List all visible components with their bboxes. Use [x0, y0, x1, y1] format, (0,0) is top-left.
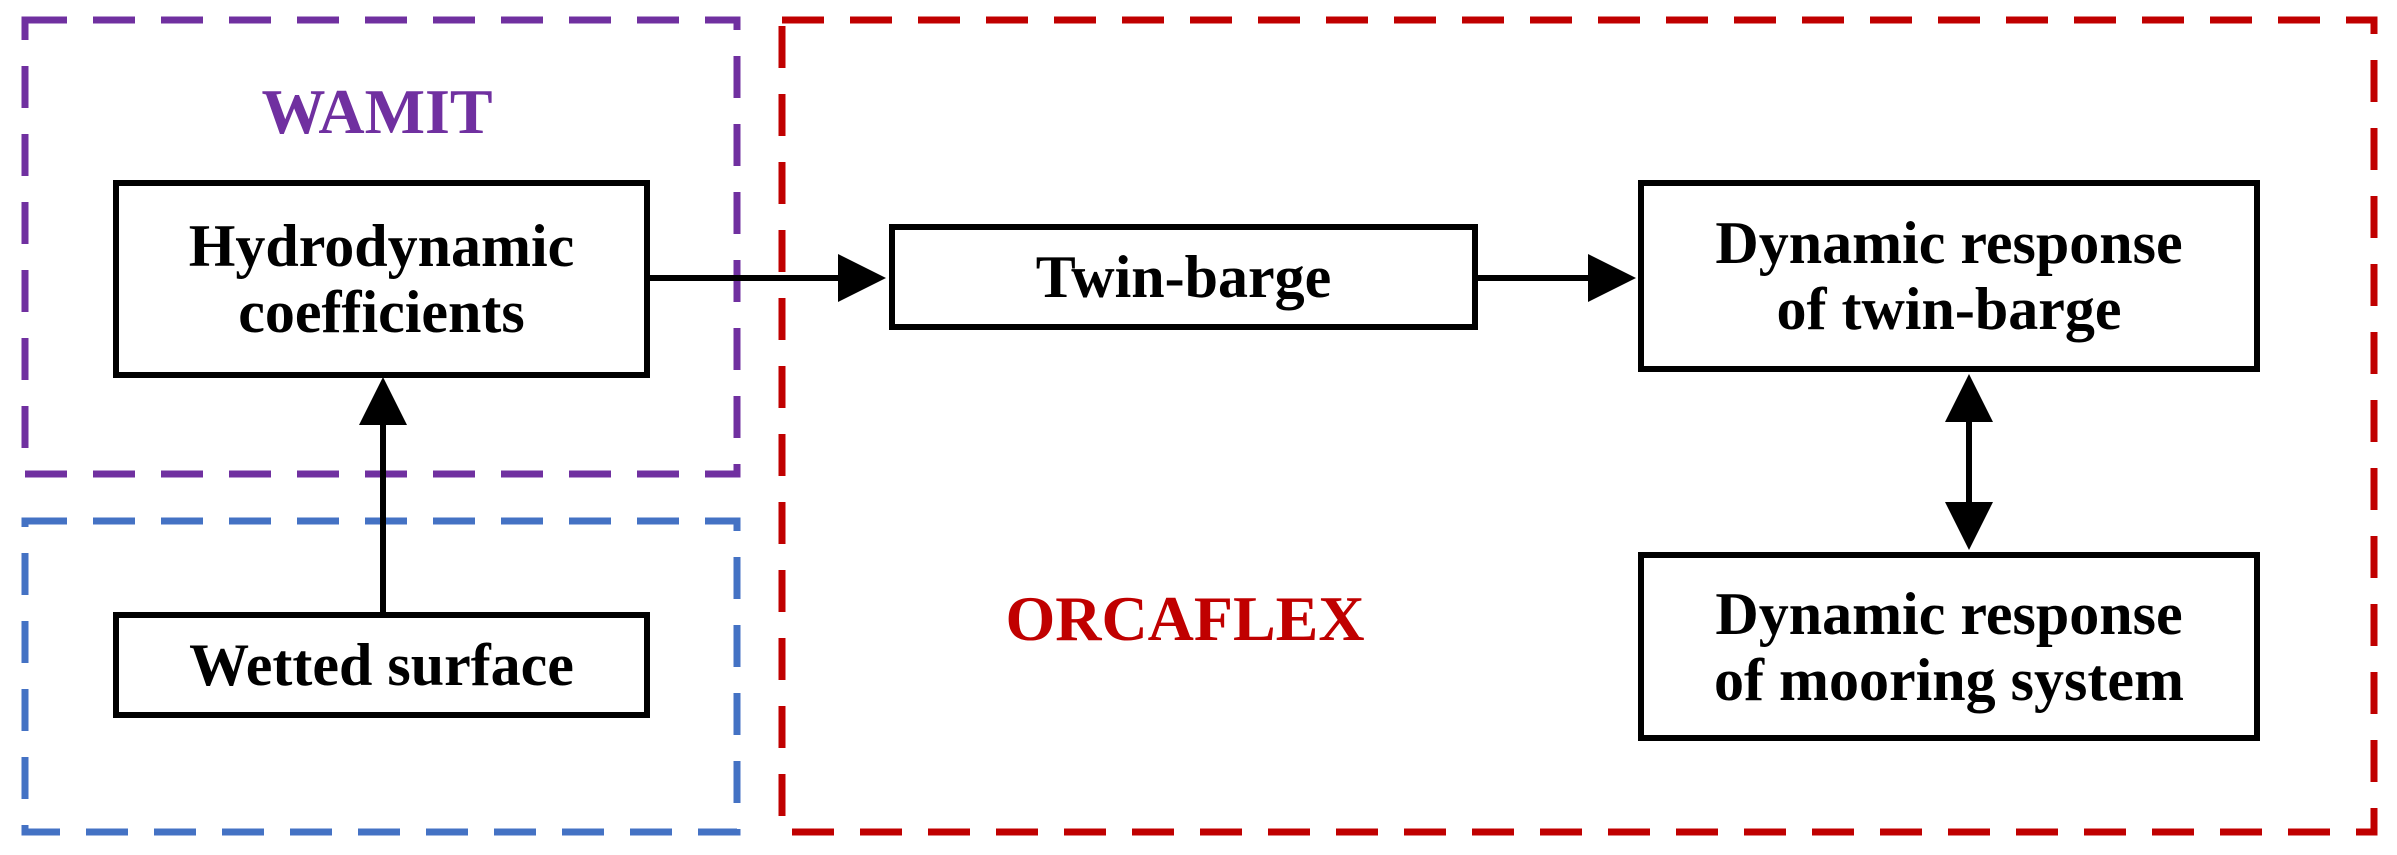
edge-layer	[359, 254, 1993, 612]
orcaflex-label: ORCAFLEX	[1005, 583, 1365, 654]
wetted-surface-box: Wetted surface	[113, 612, 650, 718]
orcaflex-group-frame	[778, 16, 2378, 836]
twin-barge-box: Twin-barge	[889, 224, 1478, 330]
mooring-system-response-box: Dynamic response of mooring system	[1638, 552, 2260, 741]
twin-barge-response-box: Dynamic response of twin-barge	[1638, 180, 2260, 372]
wamit-label: WAMIT	[261, 76, 493, 147]
hydrodynamic-coefficients-box: Hydrodynamic coefficients	[113, 180, 650, 378]
